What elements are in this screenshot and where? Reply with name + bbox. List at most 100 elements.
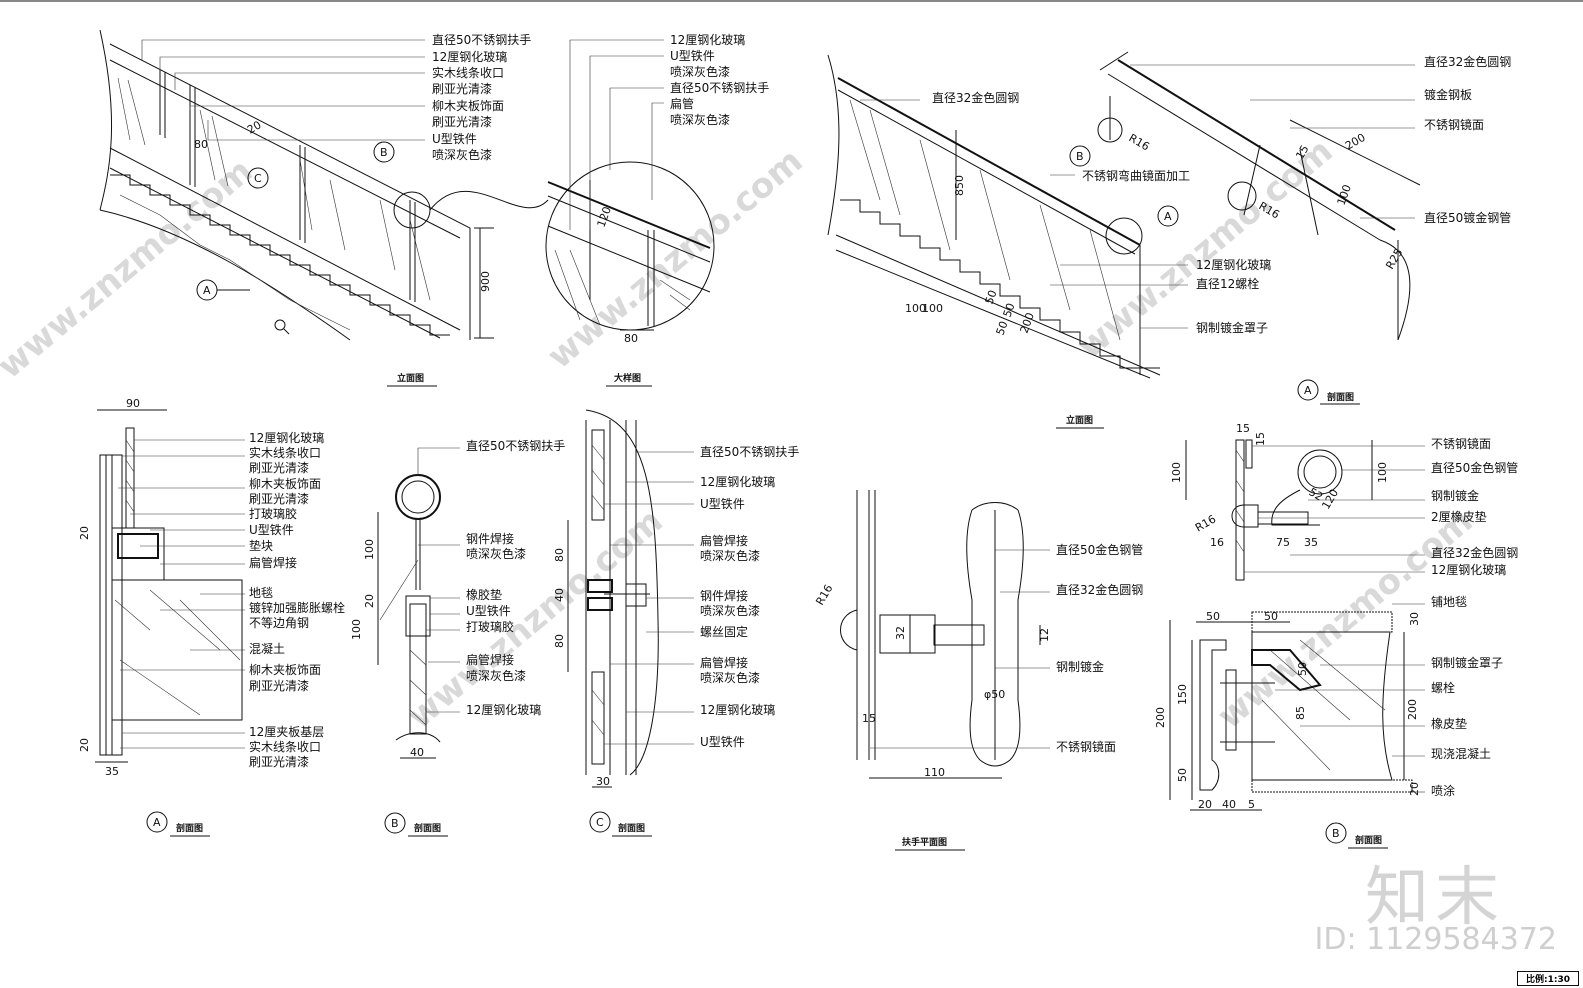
dim-text: 50 bbox=[1264, 610, 1278, 623]
dim-text: 40 bbox=[553, 588, 566, 602]
dim-text: 15 bbox=[1293, 143, 1311, 162]
dim-text: R16 bbox=[813, 582, 835, 607]
dim-text: 50 bbox=[994, 319, 1011, 337]
dim-text: R16 bbox=[1127, 131, 1152, 153]
label: 垫块 bbox=[249, 538, 273, 553]
dim-text: 50 bbox=[983, 288, 1000, 306]
label: 实木线条收口 bbox=[249, 445, 321, 460]
dim-text: 80 bbox=[194, 138, 208, 151]
label: 实木线条收口 bbox=[432, 65, 504, 80]
dim-text: 50 bbox=[1296, 662, 1309, 676]
label: U型铁件 bbox=[700, 497, 745, 511]
view-title: 剖面图 bbox=[618, 822, 645, 834]
label: 镀锌加强膨胀螺栓 bbox=[249, 600, 345, 615]
label: 直径32金色圆钢 bbox=[932, 90, 1019, 105]
label: U型铁件 bbox=[466, 604, 511, 618]
label: 现浇混凝土 bbox=[1431, 746, 1491, 761]
label: 直径50镀金钢管 bbox=[1424, 210, 1511, 225]
label: 直径32金色圆钢 bbox=[1424, 54, 1511, 69]
label: 混凝土 bbox=[249, 641, 285, 656]
label: 螺丝固定 bbox=[700, 624, 748, 639]
dim-text: 35 bbox=[105, 765, 119, 778]
label: 刷亚光清漆 bbox=[249, 755, 309, 769]
label: 直径12螺栓 bbox=[1196, 276, 1259, 291]
label: 不锈钢镜面 bbox=[1431, 436, 1491, 451]
view-title: 剖面图 bbox=[414, 822, 441, 834]
dim-text: 40 bbox=[410, 746, 424, 759]
dim-text: 75 bbox=[1276, 536, 1290, 549]
marker-b: B bbox=[391, 817, 399, 830]
dim-text: 15 bbox=[1236, 422, 1250, 435]
section-b-view: 100 20 100 40 直径50不锈钢扶手 钢件焊接 喷深灰色漆 橡胶垫 U… bbox=[350, 438, 565, 837]
label: U型铁件 bbox=[249, 523, 294, 537]
label: 不锈钢弯曲镜面加工 bbox=[1082, 168, 1190, 183]
label: 12厘钢化玻璃 bbox=[466, 703, 541, 717]
label: 喷深灰色漆 bbox=[700, 671, 760, 685]
label: 橡胶垫 bbox=[466, 587, 502, 602]
dim-text: 20 bbox=[78, 738, 91, 752]
dim-text: 80 bbox=[553, 548, 566, 562]
label: 12厘钢化玻璃 bbox=[700, 703, 775, 717]
label: 12厘钢化玻璃 bbox=[249, 431, 324, 445]
view-title: 大样图 bbox=[614, 372, 641, 384]
dim-text: 20 bbox=[363, 594, 376, 608]
section-b-detail-view: 15 100 100 R16 16 75 35 52 120 15 50 50 … bbox=[1154, 422, 1518, 849]
elevation-view-1: 900 80 20 A B C 直径50不锈钢扶手 12厘钢化玻璃 实木线条收口… bbox=[99, 29, 531, 387]
watermark-site: www.znzmo.com bbox=[540, 141, 810, 377]
label: 12厘钢化玻璃 bbox=[700, 475, 775, 489]
view-title: 立面图 bbox=[397, 372, 424, 384]
label: 不锈钢镜面 bbox=[1056, 739, 1116, 754]
label: 打玻璃胶 bbox=[249, 506, 297, 521]
label: 柳木夹板饰面 bbox=[432, 99, 504, 113]
dim-text: 50 bbox=[1001, 301, 1018, 319]
label: 直径50金色钢管 bbox=[1431, 460, 1518, 475]
watermark-site: www.znzmo.com bbox=[400, 501, 670, 737]
marker-b: B bbox=[380, 146, 388, 159]
label: 螺栓 bbox=[1431, 680, 1455, 695]
dim-text: 30 bbox=[1408, 612, 1421, 626]
label: 扁管焊接 bbox=[700, 533, 748, 548]
dim-text: 5 bbox=[1248, 798, 1255, 811]
marker-a: A bbox=[1164, 210, 1172, 223]
elevation-view-2: B A 850 100 100 50 50 50 200 直径32金色圆钢 不锈… bbox=[827, 54, 1271, 429]
label: 2厘橡皮垫 bbox=[1431, 509, 1487, 524]
watermark-brand: 知末 bbox=[1365, 861, 1505, 935]
marker-a: A bbox=[153, 816, 161, 829]
label: 刷亚光清漆 bbox=[432, 115, 492, 129]
dim-text: 50 bbox=[1206, 610, 1220, 623]
view-title: 立面图 bbox=[1066, 414, 1093, 426]
dim-text: 200 bbox=[1343, 131, 1368, 153]
dim-text: 900 bbox=[479, 271, 492, 292]
section-a-top-view: 200 100 R16 R16 R25 15 直径32金色圆钢 镀金钢板 不锈钢… bbox=[1097, 51, 1511, 405]
scale-label: 比例:1:30 bbox=[1517, 971, 1579, 986]
label: 钢制镀金 bbox=[1431, 488, 1479, 503]
label: 喷深灰色漆 bbox=[700, 549, 760, 563]
dim-text: 16 bbox=[1210, 536, 1224, 549]
dim-text: 100 bbox=[350, 619, 363, 640]
label: 12厘夹板基层 bbox=[249, 725, 324, 739]
label: 12厘钢化玻璃 bbox=[432, 50, 507, 64]
label: 不等边角钢 bbox=[249, 616, 309, 630]
dim-text: 100 bbox=[363, 539, 376, 560]
dim-text: φ50 bbox=[984, 688, 1005, 701]
dim-text: 100 bbox=[922, 302, 943, 315]
label: 扁管焊接 bbox=[700, 655, 748, 670]
label: 钢制镀金罩子 bbox=[1431, 655, 1503, 670]
label: 喷深灰色漆 bbox=[466, 547, 526, 561]
section-a-view: 90 20 20 35 12厘钢化玻璃 实木线条收口 刷亚光清漆 柳木夹板饰面 bbox=[78, 397, 345, 837]
dim-text: 12 bbox=[1038, 628, 1051, 642]
dim-text: 100 bbox=[1170, 462, 1183, 483]
label: 12厘钢化玻璃 bbox=[670, 33, 745, 47]
dim-text: 15 bbox=[862, 712, 876, 725]
dim-text: 32 bbox=[894, 626, 907, 640]
label: U型铁件 bbox=[432, 132, 477, 146]
dim-text: 200 bbox=[1406, 699, 1419, 720]
dim-text: 35 bbox=[1304, 536, 1318, 549]
label: 打玻璃胶 bbox=[466, 619, 514, 634]
handrail-plan-view: R16 32 12 φ50 15 110 直径50金色钢管 直径32金色圆钢 钢… bbox=[813, 490, 1143, 851]
dim-text: R16 bbox=[1193, 513, 1218, 535]
dim-text: 200 bbox=[1154, 707, 1167, 728]
label: 直径32金色圆钢 bbox=[1431, 545, 1518, 560]
dim-text: 100 bbox=[1376, 462, 1389, 483]
label: 钢件焊接 bbox=[466, 531, 514, 546]
